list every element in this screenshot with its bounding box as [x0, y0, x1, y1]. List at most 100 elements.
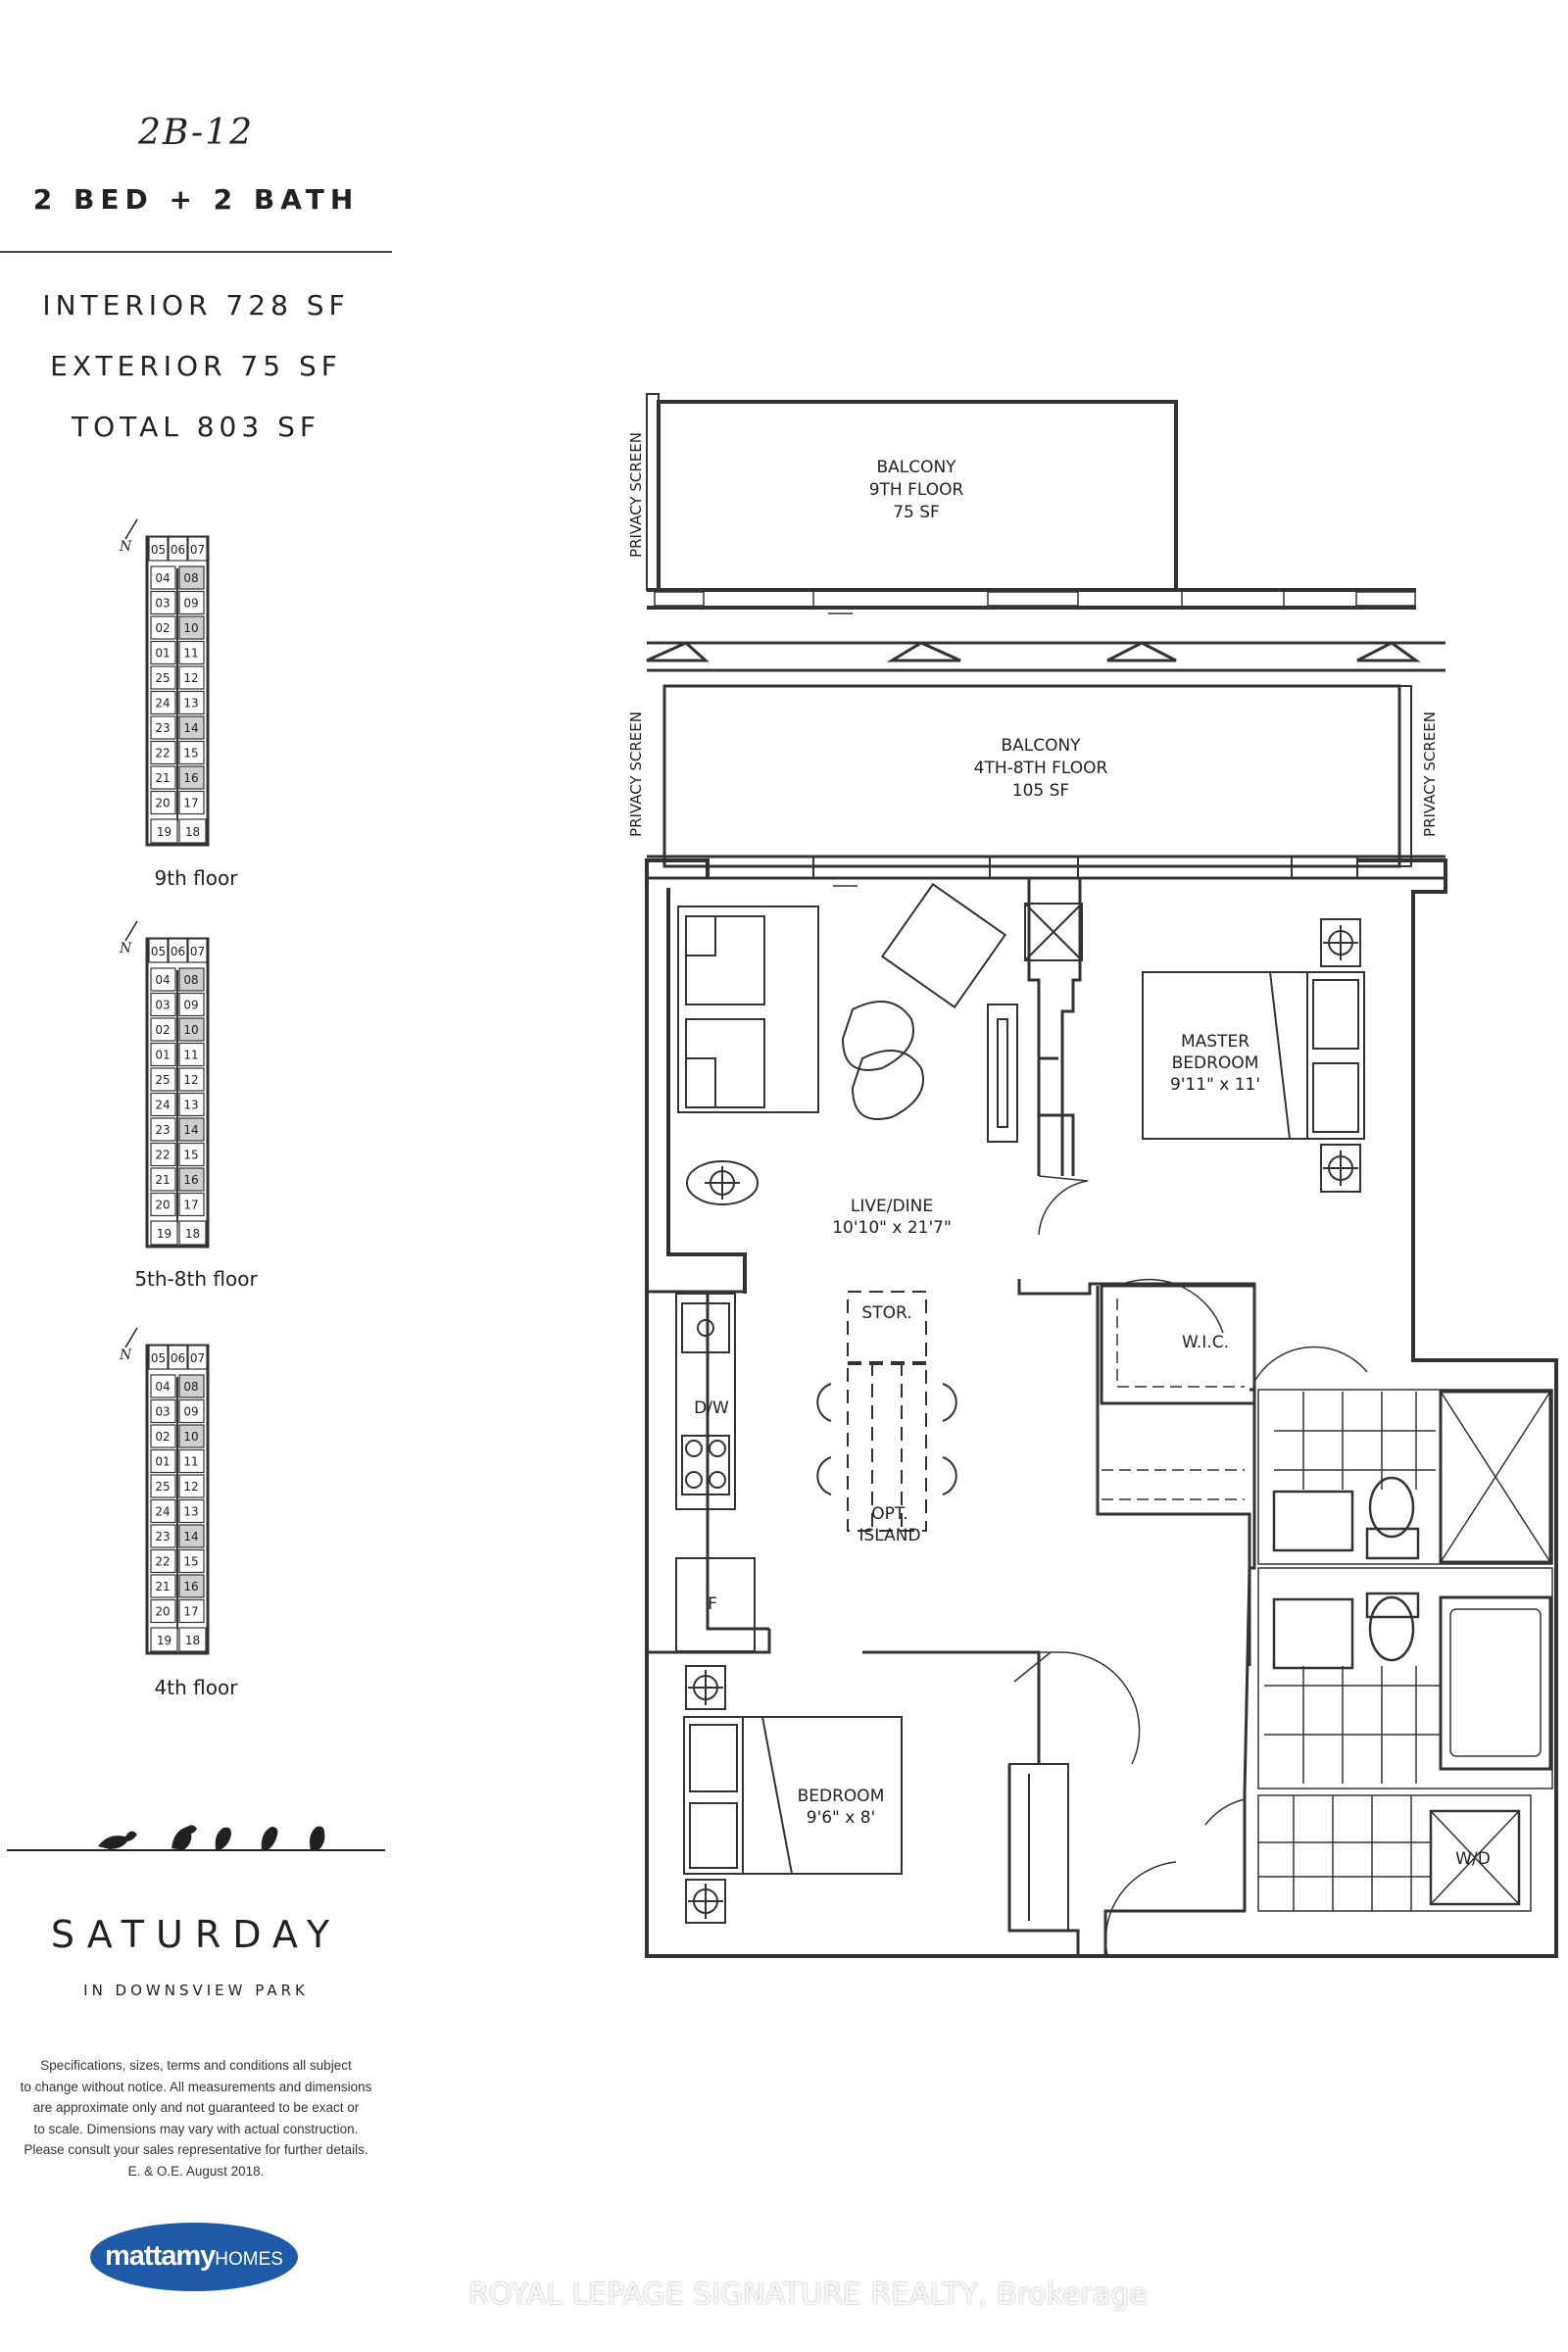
- key-plan-unit-label: 05: [151, 1351, 166, 1365]
- key-plan-unit-label: 07: [190, 1351, 205, 1365]
- stor-island: [847, 1291, 927, 1532]
- unit-type: 2 BED + 2 BATH: [32, 183, 360, 216]
- key-plan-unit-label: 14: [183, 1123, 198, 1137]
- second-bed: [683, 1665, 1069, 1932]
- key-plan-unit-label: 09: [183, 1405, 198, 1419]
- north-arrow-label: N: [119, 539, 132, 555]
- builder-part2: HOMES: [215, 2249, 283, 2270]
- key-plan-unit-label: 10: [183, 621, 198, 635]
- key-plan-4th-label: 4th floor: [154, 1676, 238, 1699]
- master-bedroom-size: 9'11" x 11': [1170, 1075, 1260, 1095]
- key-plan-unit-label: 17: [183, 1199, 198, 1212]
- key-plan-unit-label: 18: [185, 1227, 200, 1241]
- key-plan-unit-label: 04: [155, 973, 170, 987]
- bedroom-label: BEDROOM: [798, 1787, 885, 1806]
- key-plan-unit-label: 23: [155, 1530, 170, 1544]
- key-plan-unit-label: 10: [183, 1430, 198, 1444]
- key-plan-unit-label: 23: [155, 1123, 170, 1137]
- key-plan-unit-label: 15: [183, 1555, 198, 1569]
- key-plan-unit-label: 08: [183, 973, 198, 987]
- key-plan-unit-label: 24: [155, 1099, 170, 1112]
- key-plan-unit-label: 04: [155, 571, 170, 585]
- key-plan-unit-label: 12: [183, 671, 198, 685]
- key-plan-unit-label: 10: [183, 1023, 198, 1037]
- stools: [816, 1383, 957, 1495]
- key-plan-unit-label: 01: [155, 647, 170, 661]
- key-plan-unit-label: 08: [183, 1380, 198, 1394]
- key-plan-unit-label: 19: [157, 825, 172, 839]
- north-arrow-label: N: [119, 941, 132, 956]
- balcony-4th-8th-line-2: 4TH-8TH FLOOR: [974, 759, 1108, 778]
- key-plan-unit-label: 09: [183, 597, 198, 611]
- balcony-9th-line-2: 9TH FLOOR: [869, 480, 964, 500]
- key-plan-unit-label: 09: [183, 999, 198, 1012]
- birds-on-wire-logo: [7, 1825, 385, 1851]
- key-plan-unit-label: 03: [155, 597, 170, 611]
- key-plan-unit-label: 22: [155, 1149, 170, 1162]
- key-plan-unit-label: 02: [155, 1023, 170, 1037]
- opt-island-label-2: ISLAND: [858, 1526, 920, 1545]
- info-column: 2B-12 2 BED + 2 BATH INTERIOR 728 SF EXT…: [0, 0, 392, 2352]
- brand-name: SATURDAY: [50, 1913, 342, 1956]
- key-plan-unit-label: 15: [183, 1149, 198, 1162]
- key-plan-unit-label: 21: [155, 771, 170, 785]
- key-plan-unit-label: 15: [183, 747, 198, 760]
- main-bath: [1257, 1567, 1553, 1789]
- laundry: [1257, 1794, 1532, 1912]
- exterior-walls: [645, 858, 1558, 1958]
- bedroom-size: 9'6" x 8': [807, 1808, 875, 1828]
- total-area: TOTAL 803 SF: [72, 411, 320, 443]
- key-plan-unit-label: 22: [155, 1555, 170, 1569]
- exterior-area: EXTERIOR 75 SF: [50, 350, 342, 382]
- key-plan-unit-label: 13: [183, 1505, 198, 1519]
- privacy-screen-left-label: PRIVACY SCREEN: [627, 711, 645, 837]
- key-plan-5th-8th-label: 5th-8th floor: [134, 1267, 258, 1291]
- key-plan-unit-label: 01: [155, 1455, 170, 1469]
- key-plan-unit-label: 19: [157, 1227, 172, 1241]
- key-plan-unit-label: 07: [190, 543, 205, 557]
- key-plan-unit-label: 06: [171, 1351, 185, 1365]
- builder-wordmark: mattamyHOMES: [90, 2240, 298, 2273]
- key-plan-unit-label: 20: [155, 1605, 170, 1619]
- key-plan-unit-label: 02: [155, 621, 170, 635]
- wic-shelves: [1102, 1298, 1245, 1500]
- key-plan-unit-label: 01: [155, 1049, 170, 1062]
- disclaimer-line: E. & O.E. August 2018.: [127, 2163, 265, 2179]
- watermark: ROYAL LEPAGE SIGNATURE REALTY, Brokerage: [468, 2278, 1148, 2312]
- key-plan-unit-label: 16: [183, 771, 198, 785]
- key-plan-unit-label: 22: [155, 747, 170, 760]
- key-plan-unit-label: 03: [155, 1405, 170, 1419]
- privacy-screen-9th-label: PRIVACY SCREEN: [627, 432, 645, 558]
- structure-lines: [646, 641, 1446, 672]
- balcony-9th-line-1: BALCONY: [876, 458, 956, 477]
- key-plan-unit-label: 13: [183, 1099, 198, 1112]
- opt-island-label-1: OPT.: [871, 1504, 907, 1524]
- dishwasher-label: D/W: [694, 1398, 729, 1418]
- living-furniture: [677, 882, 1083, 1205]
- disclaimer-line: are approximate only and not guaranteed …: [32, 2100, 360, 2115]
- key-plan-unit-label: 06: [171, 945, 185, 958]
- key-plan-unit-label: 05: [151, 543, 166, 557]
- key-plan-unit-label: 08: [183, 571, 198, 585]
- balcony-4th-8th-line-3: 105 SF: [1012, 781, 1069, 801]
- master-bed: [1142, 918, 1365, 1193]
- key-plan-unit-label: 13: [183, 697, 198, 710]
- key-plan-unit-label: 14: [183, 1530, 198, 1544]
- divider: [0, 251, 392, 253]
- fridge-label: F: [708, 1594, 717, 1614]
- privacy-screen-right-label: PRIVACY SCREEN: [1421, 711, 1439, 837]
- key-plan-unit-label: 19: [157, 1634, 172, 1647]
- key-plan-unit-label: 11: [183, 647, 198, 661]
- stor-label: STOR.: [861, 1303, 911, 1323]
- disclaimer: Specifications, sizes, terms and conditi…: [0, 2055, 392, 2181]
- key-plan-unit-label: 24: [155, 697, 170, 710]
- key-plan-unit-label: 07: [190, 945, 205, 958]
- interior-area: INTERIOR 728 SF: [42, 289, 350, 321]
- master-bedroom-label-2: BEDROOM: [1172, 1054, 1259, 1073]
- disclaimer-line: to scale. Dimensions may vary with actua…: [33, 2121, 359, 2136]
- key-plan-unit-label: 21: [155, 1173, 170, 1187]
- key-plan-unit-label: 17: [183, 797, 198, 810]
- key-plan-9th-label: 9th floor: [154, 866, 238, 890]
